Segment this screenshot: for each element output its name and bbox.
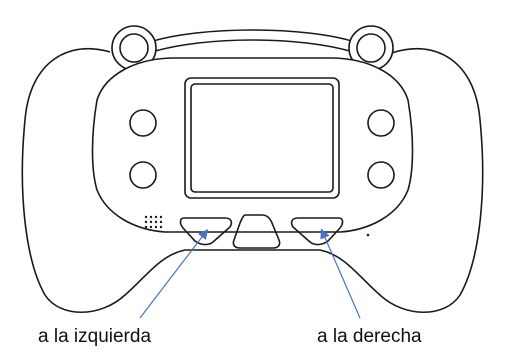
- left-knob-inner: [119, 33, 149, 63]
- right-lower-button: [367, 161, 395, 189]
- right-knob-inner: [356, 33, 386, 63]
- screen-display: [190, 83, 334, 193]
- speaker-grille-icon: [144, 215, 163, 229]
- device-top-bridge: [149, 29, 356, 43]
- arrow-left-callout: [139, 229, 209, 319]
- left-upper-button: [129, 109, 157, 137]
- right-upper-button: [367, 109, 395, 137]
- left-lower-button: [129, 161, 157, 189]
- arrow-right-callout: [320, 228, 361, 319]
- device-body-outline: [21, 47, 484, 313]
- device-top-bridge-inner: [151, 39, 354, 53]
- left-arrow-button-icon: [179, 217, 233, 246]
- screen-frame: [184, 77, 340, 199]
- right-label: a la derecha: [317, 326, 422, 347]
- indicator-dot: [366, 233, 370, 237]
- center-button-icon: [232, 214, 281, 249]
- left-label: a la izquierda: [38, 326, 152, 347]
- right-arrow-button-icon: [290, 217, 344, 246]
